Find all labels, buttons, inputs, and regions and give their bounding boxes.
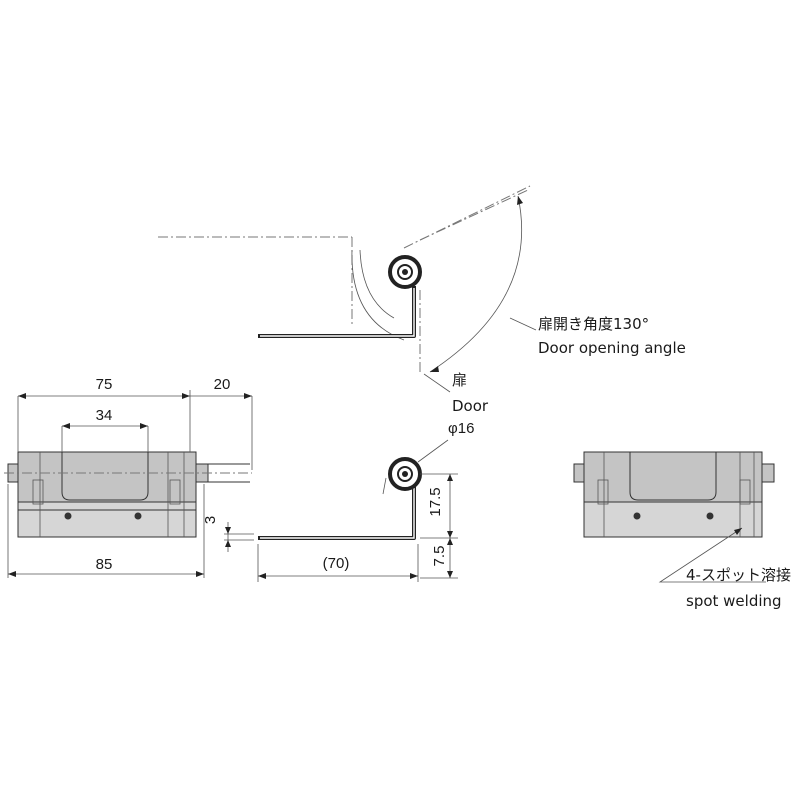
dim-3: 3 bbox=[202, 516, 219, 524]
dim-phi16: φ16 bbox=[448, 420, 474, 437]
side-view-closed: (70) 17.5 7.5 φ16 bbox=[257, 420, 474, 582]
door-label-en: Door bbox=[452, 397, 489, 415]
door-label-jp: 扉 bbox=[452, 371, 467, 389]
spot-weld-mark bbox=[169, 479, 181, 505]
dim-34: 34 bbox=[96, 407, 113, 424]
open-hinge-leaf bbox=[258, 286, 416, 338]
dim-17-5: 17.5 bbox=[427, 487, 444, 516]
angle-label-jp: 扉開き角度130° bbox=[538, 315, 649, 333]
dim-75: 75 bbox=[96, 376, 113, 393]
center-knuckle bbox=[61, 452, 149, 501]
side-view-open: 扉開き角度130° Door opening angle 扉 Door bbox=[158, 185, 686, 415]
mounting-hole bbox=[64, 512, 72, 520]
hinge-knuckle-band bbox=[17, 451, 197, 503]
hinge-leaf-profile bbox=[258, 486, 416, 540]
spot-weld-mark bbox=[597, 479, 609, 505]
weld-label-en: spot welding bbox=[686, 592, 782, 610]
weld-leader-line bbox=[658, 527, 766, 583]
rear-pin-end-left bbox=[573, 463, 585, 483]
angle-label-en: Door opening angle bbox=[538, 339, 686, 357]
weld-label-jp: 4-スポット溶接 bbox=[686, 566, 791, 584]
dim-85: 85 bbox=[96, 556, 113, 573]
rear-center-knuckle bbox=[629, 452, 717, 501]
rear-pin-end-right bbox=[761, 463, 775, 483]
spot-weld-mark bbox=[32, 479, 44, 505]
dim-20: 20 bbox=[214, 376, 231, 393]
rear-view: 4-スポット溶接 spot welding bbox=[573, 451, 791, 610]
dim-70: (70) bbox=[323, 555, 350, 572]
opening-angle-arc bbox=[429, 195, 522, 373]
front-view: 75 20 34 85 3 bbox=[4, 376, 254, 578]
open-hinge-knuckle bbox=[388, 255, 422, 289]
dim-7-5: 7.5 bbox=[431, 546, 448, 567]
spot-weld-mark bbox=[739, 479, 751, 505]
mounting-hole bbox=[134, 512, 142, 520]
